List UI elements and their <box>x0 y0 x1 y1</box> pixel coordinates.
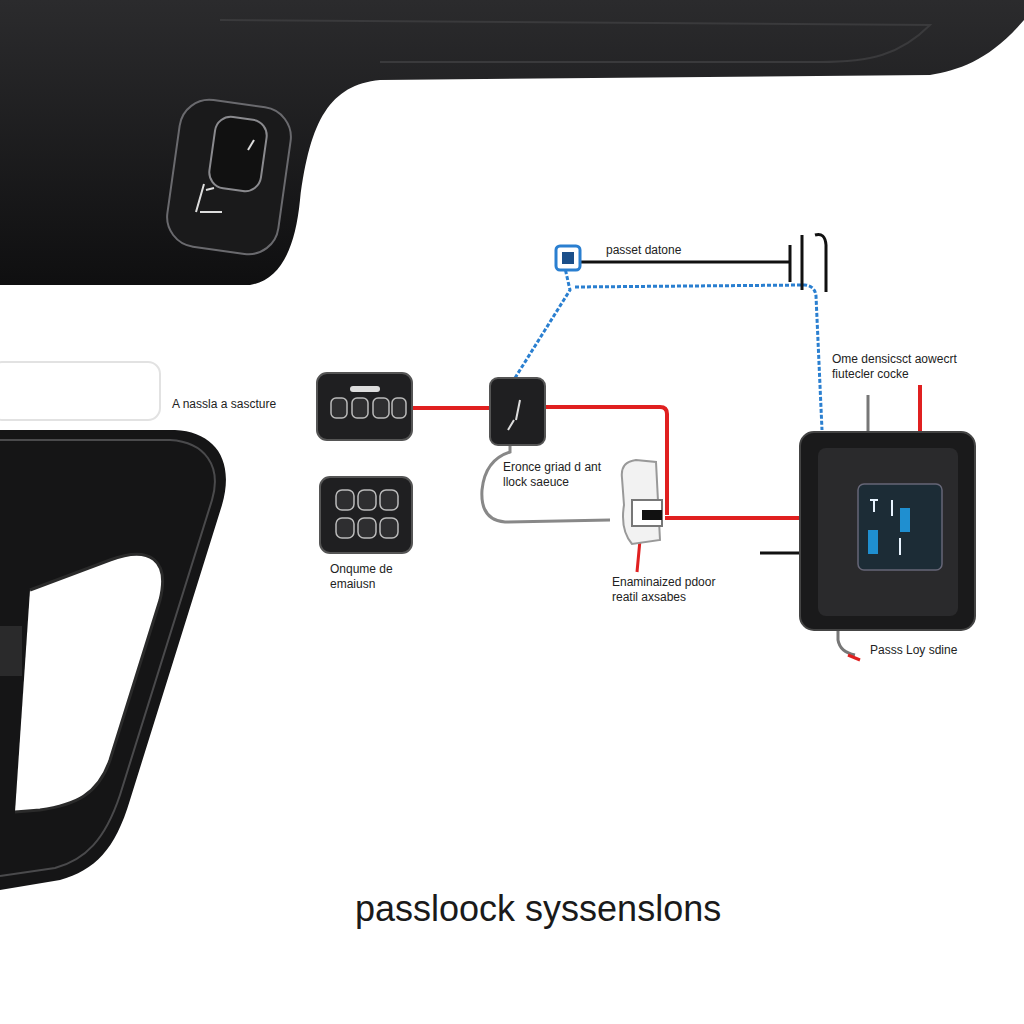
door-slot <box>0 626 22 676</box>
key <box>358 518 376 538</box>
diagram-title: passloock syssenslons <box>355 888 721 930</box>
part-label: A nassla a sascture <box>172 397 342 412</box>
switch-mark <box>508 400 520 430</box>
switch-panel <box>163 96 295 258</box>
door-handle <box>15 554 163 812</box>
module-label: Ome densicsct aowecrt fiutecler cocke <box>832 352 982 382</box>
wire-label: Enaminaized pdoor reatil axsabes <box>612 575 742 605</box>
wire-label: passet datone <box>606 243 726 258</box>
blue-wire <box>515 268 570 378</box>
red-wire <box>665 516 800 520</box>
door-trim <box>0 440 215 876</box>
key <box>336 490 354 510</box>
key <box>352 398 368 418</box>
module-face <box>818 448 958 616</box>
door-panel <box>0 430 226 890</box>
module-display <box>858 484 942 570</box>
dash-trim <box>220 20 930 62</box>
key <box>358 490 376 510</box>
keypad-label: Onqume de emaiusn <box>330 562 420 592</box>
black-wire <box>760 552 800 555</box>
grey-wire <box>867 395 870 432</box>
key <box>336 518 354 538</box>
keypad <box>320 477 412 553</box>
dashboard <box>0 0 1024 285</box>
display-mark <box>868 530 878 554</box>
blue-wire <box>575 285 822 430</box>
connector-plug <box>632 500 662 526</box>
connector-pin <box>642 510 662 520</box>
bracket <box>790 234 826 292</box>
switch <box>490 378 545 445</box>
blue-connector <box>562 252 574 264</box>
key <box>392 398 406 418</box>
keypad-bar <box>350 386 380 392</box>
key <box>380 490 398 510</box>
key <box>331 398 347 418</box>
display-mark <box>900 508 910 532</box>
key <box>380 518 398 538</box>
key <box>373 398 389 418</box>
red-wire <box>412 406 490 410</box>
switch-mark <box>196 184 222 212</box>
lock-label: Eronce griad d ant llock saeuce <box>503 460 615 490</box>
wire-label: Passs Loy sdine <box>870 643 1000 658</box>
switch-button <box>207 115 269 194</box>
black-wire <box>580 261 790 264</box>
switch-mark <box>248 140 254 150</box>
blue-connector <box>556 246 580 270</box>
keypad <box>317 373 412 440</box>
red-wire <box>637 540 640 572</box>
control-module <box>800 432 975 630</box>
trim-bar <box>0 362 160 420</box>
wire-tip <box>848 655 860 660</box>
red-wire <box>918 385 922 432</box>
